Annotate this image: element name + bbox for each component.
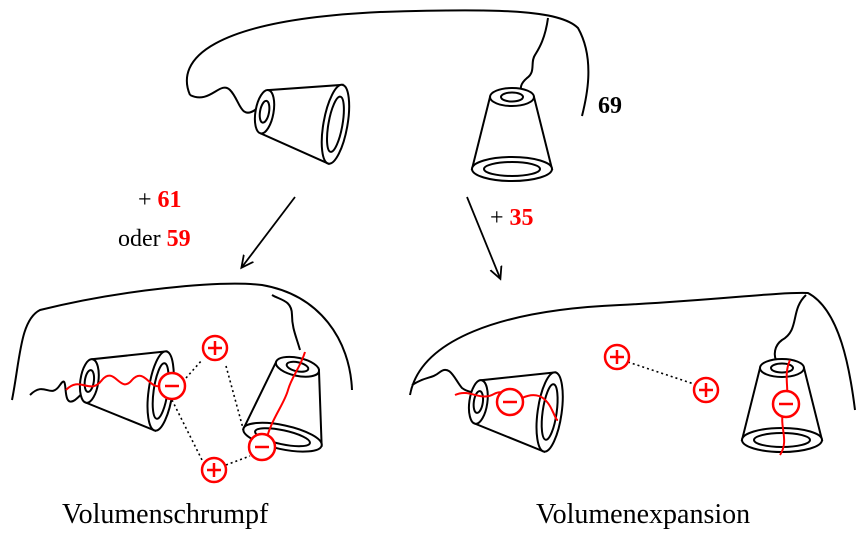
right-cation-1 [603, 343, 631, 371]
right-backbone [409, 291, 856, 411]
left-backbone [11, 282, 353, 401]
left-polymer-host [11, 282, 353, 484]
left-cation-2 [200, 456, 228, 484]
left-reagent-line1: + 61 [138, 187, 182, 213]
right-polymer-host [409, 291, 856, 456]
left-ion-pair-link-4 [225, 455, 251, 466]
left-ion-pair-link-2 [225, 365, 245, 433]
caption-volume-shrink: Volumenschrumpf [62, 499, 269, 530]
compound-label-69: 69 [598, 93, 622, 119]
left-right-tether [271, 294, 301, 351]
right-reagent: + 35 [490, 205, 534, 231]
arrow-right [466, 196, 500, 278]
top-right-tether [519, 17, 549, 95]
top-polymer-host [185, 9, 590, 182]
arrow-left [242, 196, 296, 267]
left-cation-1 [201, 334, 229, 362]
right-anion-1 [495, 387, 525, 417]
top-right-cyclodextrin [471, 87, 553, 182]
right-ion-pair-link [627, 361, 695, 385]
left-reagent-line2: oder 59 [118, 226, 191, 252]
left-anion-2 [247, 432, 277, 462]
top-backbone [185, 9, 590, 117]
top-left-cyclodextrin [247, 69, 356, 167]
right-anion-2 [771, 389, 801, 419]
left-anion-1 [157, 371, 187, 401]
left-ion-pair-link-1 [185, 359, 203, 379]
right-right-tether [773, 294, 807, 365]
left-guest-chain-a [65, 374, 163, 391]
left-guest-chain-b [264, 351, 306, 446]
right-cation-2 [692, 376, 720, 404]
left-ion-pair-link-3 [171, 399, 204, 463]
caption-volume-expansion: Volumenexpansion [536, 499, 750, 530]
